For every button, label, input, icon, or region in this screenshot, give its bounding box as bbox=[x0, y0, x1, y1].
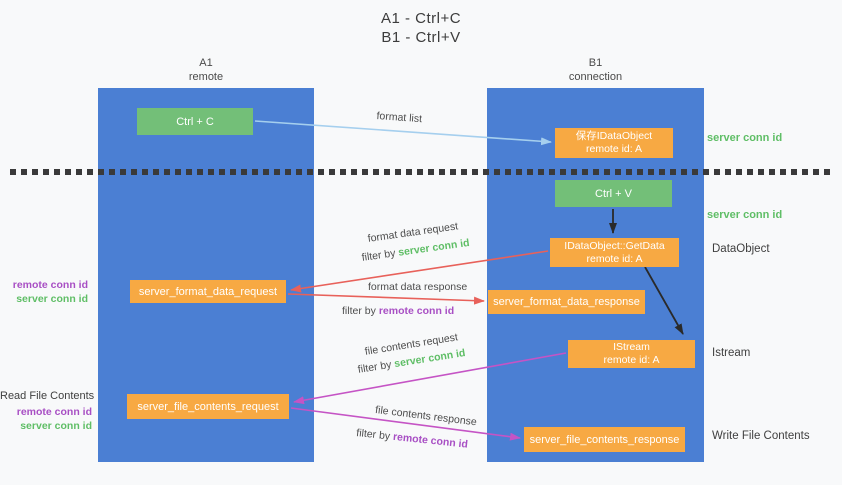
column-header-a1: A1 remote bbox=[98, 56, 314, 84]
column-b1-name: B1 bbox=[588, 57, 603, 69]
node-server-file-contents-request: server_file_contents_request bbox=[127, 394, 289, 419]
diagram-title: A1 - Ctrl+C B1 - Ctrl+V bbox=[0, 9, 842, 47]
node-istream-line2: remote id: A bbox=[603, 354, 660, 366]
title-line-1: A1 - Ctrl+C bbox=[380, 10, 462, 27]
edge-label-format-data-response: format data response bbox=[368, 281, 468, 293]
arrow-format-data-response bbox=[287, 293, 485, 305]
filter-by-text-1: filter by bbox=[361, 247, 397, 264]
node-server-format-data-response-label: server_format_data_response bbox=[493, 296, 640, 308]
annotation-remote-conn-id-2: remote conn id bbox=[16, 406, 92, 418]
node-server-file-contents-request-label: server_file_contents_request bbox=[137, 400, 279, 413]
title-line-2: B1 - Ctrl+V bbox=[381, 29, 461, 46]
annotation-server-conn-id-2: server conn id bbox=[20, 420, 92, 432]
annotation-read-file-block: Read File Contents remote conn id server… bbox=[0, 390, 95, 433]
node-istream-line1: IStream bbox=[613, 341, 650, 353]
node-server-file-contents-response: server_file_contents_response bbox=[524, 427, 685, 452]
filter-by-text-4: filter by bbox=[355, 427, 391, 443]
node-idataobject-getdata-line1: IDataObject::GetData bbox=[564, 239, 665, 252]
filter-key-remote-conn-id-2: remote conn id bbox=[378, 305, 455, 317]
node-save-idataobject: 保存IDataObject remote id: A bbox=[555, 128, 673, 158]
node-istream: IStream remote id: A bbox=[568, 340, 695, 368]
annotation-read-file-contents: Read File Contents bbox=[0, 390, 95, 402]
column-b1-subtitle: connection bbox=[568, 71, 623, 83]
annotation-istream: Istream bbox=[712, 347, 751, 359]
node-ctrl-c: Ctrl + C bbox=[137, 108, 253, 135]
annotation-server-conn-id-top: server conn id bbox=[707, 132, 783, 144]
node-server-file-contents-response-label: server_file_contents_response bbox=[529, 433, 680, 446]
annotation-server-conn-id-1: server conn id bbox=[16, 293, 88, 305]
annotation-write-file-contents: Write File Contents bbox=[712, 430, 810, 442]
node-server-format-data-request: server_format_data_request bbox=[130, 280, 286, 303]
node-ctrl-c-label: Ctrl + C bbox=[176, 115, 214, 128]
edge-label-file-contents-response: file contents response bbox=[374, 404, 478, 429]
node-idataobject-getdata: IDataObject::GetData remote id: A bbox=[550, 238, 679, 267]
node-save-idataobject-line2: remote id: A bbox=[585, 143, 643, 155]
filter-by-text-2: filter by bbox=[342, 305, 376, 317]
column-header-b1: B1 connection bbox=[487, 56, 704, 84]
filter-by-text-3: filter by bbox=[357, 358, 393, 376]
node-server-format-data-response: server_format_data_response bbox=[488, 290, 645, 314]
annotation-dataobject: DataObject bbox=[712, 243, 770, 255]
filter-key-server-conn-id-1: server conn id bbox=[397, 236, 471, 259]
column-a1-subtitle: remote bbox=[188, 71, 224, 83]
node-ctrl-v-label: Ctrl + V bbox=[595, 187, 632, 200]
node-ctrl-v: Ctrl + V bbox=[555, 180, 672, 207]
node-save-idataobject-line1: 保存IDataObject bbox=[575, 130, 653, 142]
node-server-format-data-request-label: server_format_data_request bbox=[138, 285, 278, 298]
edge-label-format-list: format list bbox=[376, 110, 423, 126]
node-idataobject-getdata-line2: remote id: A bbox=[586, 252, 643, 265]
annotation-conn-pair-2: remote conn id server conn id bbox=[0, 405, 92, 433]
annotation-remote-conn-id-1: remote conn id bbox=[12, 279, 88, 291]
column-a1-name: A1 bbox=[199, 57, 213, 69]
annotation-conn-pair-1: remote conn id server conn id bbox=[0, 278, 88, 306]
annotation-server-conn-id-mid: server conn id bbox=[707, 209, 783, 221]
filter-key-remote-conn-id-4: remote conn id bbox=[392, 430, 469, 451]
